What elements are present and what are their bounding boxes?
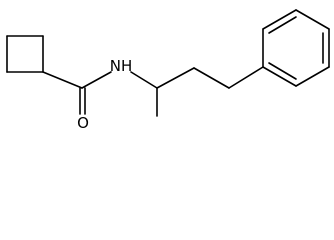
chain-bond-2	[193, 67, 230, 89]
aromatic-double-bond-1	[268, 16, 297, 34]
cyclobutane-ring	[6, 35, 44, 73]
ring-to-carbonyl-bond	[42, 71, 83, 89]
chain-bond-1	[156, 67, 195, 89]
benzene-ring	[262, 9, 330, 87]
carbonyl-to-nitrogen-bond	[81, 71, 112, 89]
carbonyl-double-bond	[79, 87, 86, 115]
aromatic-double-bond-3	[268, 62, 297, 80]
nitrogen-label: NH	[110, 57, 133, 75]
nitrogen-to-methine-bond	[130, 71, 158, 89]
oxygen-label: O	[77, 114, 89, 132]
skeletal-formula: NH O	[6, 9, 330, 132]
chain-bond-3	[228, 66, 264, 89]
